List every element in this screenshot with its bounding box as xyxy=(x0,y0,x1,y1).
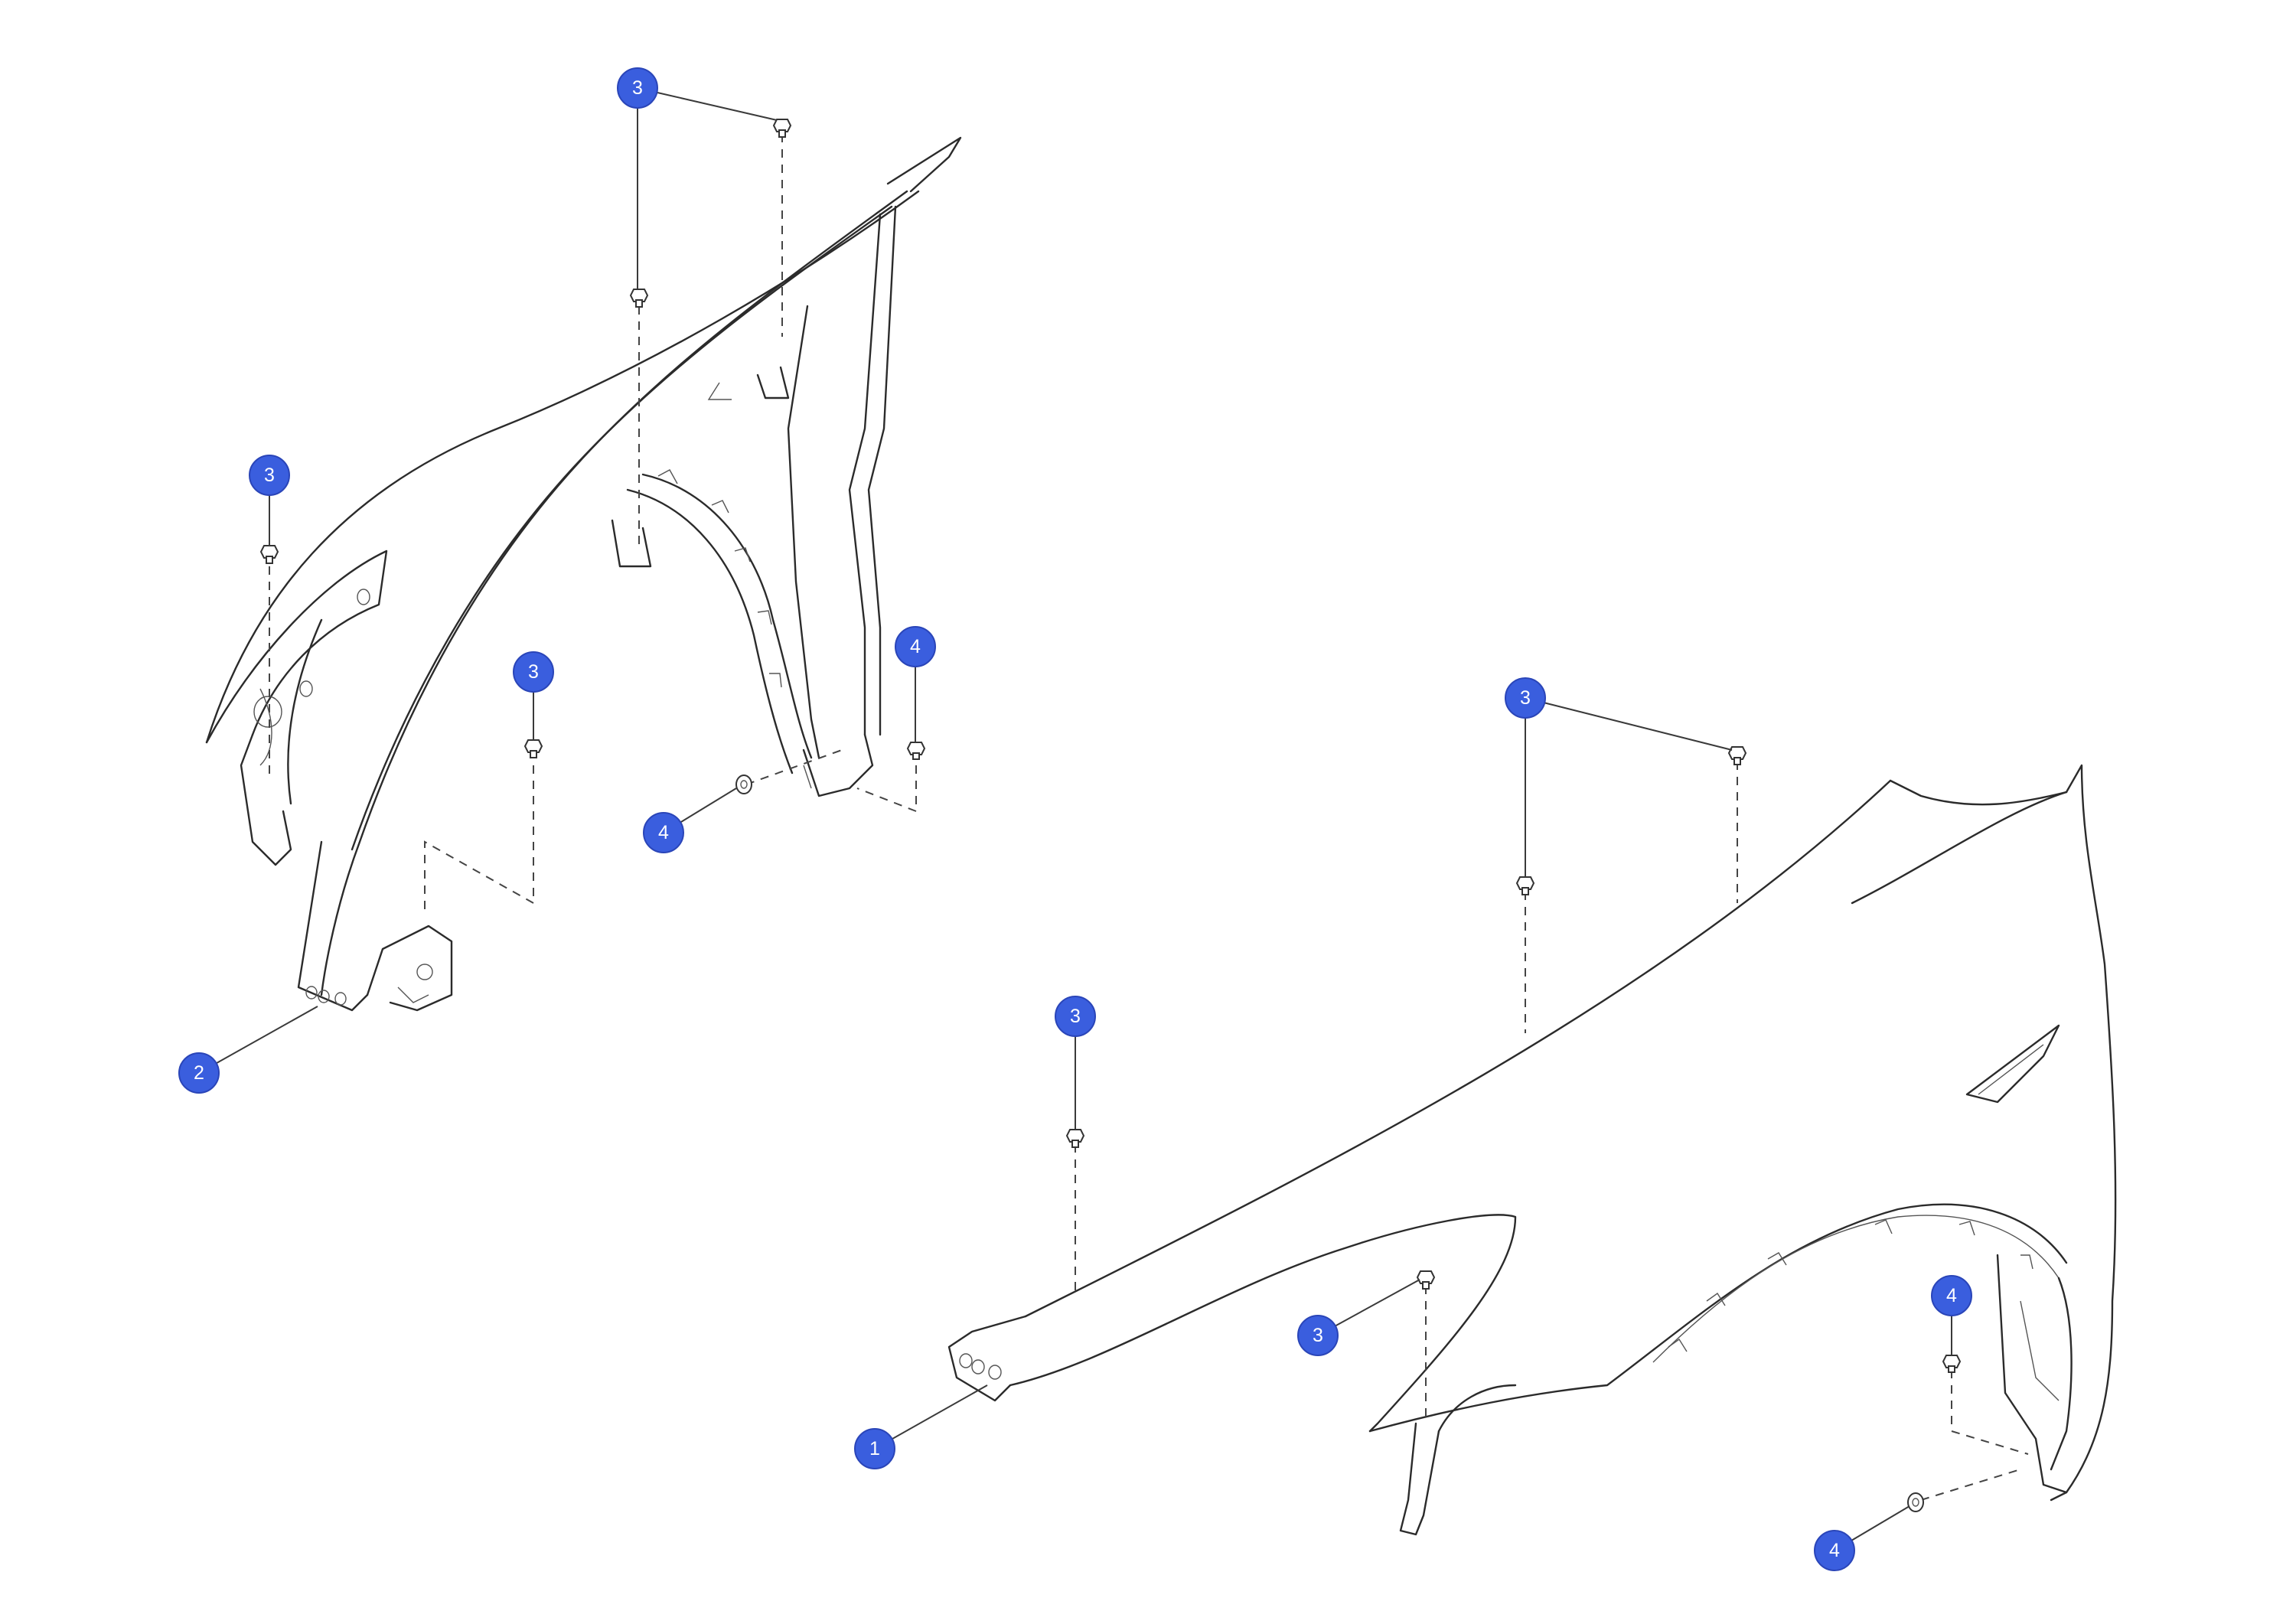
callout-2: 2 xyxy=(178,1052,220,1094)
callout-1: 1 xyxy=(854,1428,895,1469)
bolt-icon xyxy=(1515,876,1535,895)
bolt-icon xyxy=(1727,746,1747,765)
svg-text:3: 3 xyxy=(1520,687,1531,709)
callout-3-right-top: 3 xyxy=(1505,677,1546,719)
svg-text:4: 4 xyxy=(658,822,669,843)
bolt-icon xyxy=(1065,1129,1085,1148)
bolt-icon xyxy=(629,289,649,308)
callout-3-right-lower: 3 xyxy=(1297,1315,1339,1356)
callout-3-left-middle: 3 xyxy=(513,651,554,693)
inner-fender-panel xyxy=(205,136,962,1012)
bolt-icon xyxy=(259,545,279,564)
svg-text:3: 3 xyxy=(632,77,643,99)
svg-text:3: 3 xyxy=(1313,1325,1323,1346)
svg-text:4: 4 xyxy=(910,636,921,657)
svg-text:4: 4 xyxy=(1829,1540,1840,1561)
svg-text:3: 3 xyxy=(264,465,275,486)
nut-icon xyxy=(906,742,926,760)
callout-3-top-left: 3 xyxy=(617,67,658,109)
callout-3-left-headlamp: 3 xyxy=(249,455,290,496)
bolt-icon xyxy=(772,119,792,138)
callout-4-left-lower: 4 xyxy=(643,812,684,853)
callout-leaders xyxy=(198,87,1952,1551)
nut-icon xyxy=(1942,1355,1962,1373)
bolt-icon xyxy=(523,739,543,758)
dashed-leaders xyxy=(269,134,2029,1501)
svg-text:4: 4 xyxy=(1946,1285,1957,1306)
nut-icon xyxy=(735,774,752,794)
outer-fender-panel xyxy=(947,764,2117,1536)
nut-icon xyxy=(1907,1492,1924,1512)
bolt-icon xyxy=(1416,1270,1436,1290)
callout-4-left-upper: 4 xyxy=(895,626,936,667)
svg-text:3: 3 xyxy=(528,661,539,683)
callout-4-right-upper: 4 xyxy=(1931,1275,1972,1316)
callout-4-right-lower: 4 xyxy=(1814,1530,1855,1571)
svg-text:2: 2 xyxy=(194,1062,204,1084)
svg-text:3: 3 xyxy=(1070,1006,1081,1027)
callout-3-right-front: 3 xyxy=(1055,996,1096,1037)
fasteners xyxy=(259,119,1962,1512)
svg-text:1: 1 xyxy=(869,1438,880,1459)
